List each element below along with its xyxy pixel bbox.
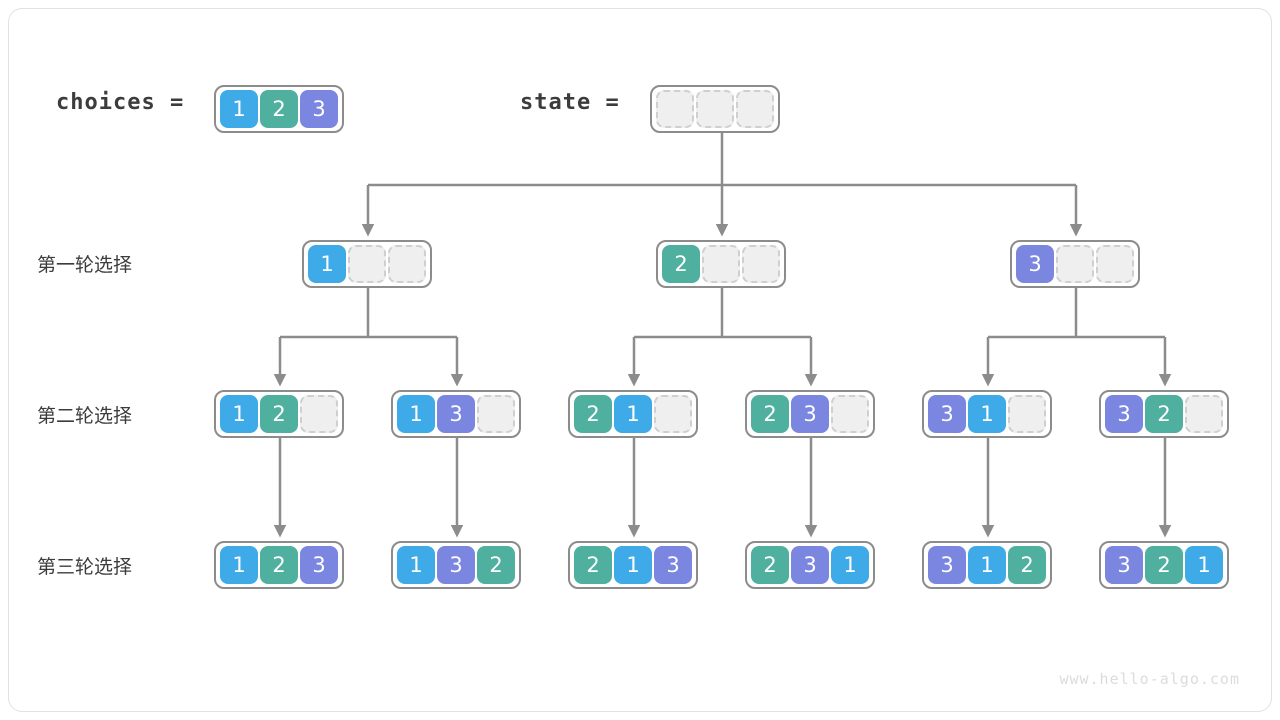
- r1n3-cell-2: [1096, 245, 1134, 283]
- r2n5-cell-2: [1008, 395, 1046, 433]
- state-cell-1: [696, 90, 734, 128]
- r3n5-cell-1: 1: [968, 546, 1006, 584]
- r1n2-cell-2: [742, 245, 780, 283]
- r2n6-cell-1: 2: [1145, 395, 1183, 433]
- state-label: state =: [520, 90, 620, 115]
- state-array: [650, 85, 780, 133]
- r2n3-cell-2: [654, 395, 692, 433]
- r3n2-cell-0: 1: [397, 546, 435, 584]
- r2n3-cell-0: 2: [574, 395, 612, 433]
- r3n2-cell-2: 2: [477, 546, 515, 584]
- r1n3-cell-1: [1056, 245, 1094, 283]
- watermark: www.hello-algo.com: [1059, 670, 1240, 688]
- choices-cell-0: 1: [220, 90, 258, 128]
- r3n6-cell-1: 2: [1145, 546, 1183, 584]
- r2n3-cell-1: 1: [614, 395, 652, 433]
- r3n2-cell-1: 3: [437, 546, 475, 584]
- r2n4-cell-0: 2: [751, 395, 789, 433]
- r1n2-cell-1: [702, 245, 740, 283]
- r1n2-cell-0: 2: [662, 245, 700, 283]
- r2n4-cell-2: [831, 395, 869, 433]
- choices-cell-2: 3: [300, 90, 338, 128]
- r3n3-cell-1: 1: [614, 546, 652, 584]
- r2n4-cell-1: 3: [791, 395, 829, 433]
- r2n1-cell-1: 2: [260, 395, 298, 433]
- r3n5-cell-0: 3: [928, 546, 966, 584]
- r3n3-cell-2: 3: [654, 546, 692, 584]
- r3n4-cell-1: 3: [791, 546, 829, 584]
- r2n2-cell-2: [477, 395, 515, 433]
- r1n3-cell-0: 3: [1016, 245, 1054, 283]
- r3n1-cell-0: 1: [220, 546, 258, 584]
- r1n1-cell-2: [388, 245, 426, 283]
- r1n1-cell-1: [348, 245, 386, 283]
- r3n4-cell-2: 1: [831, 546, 869, 584]
- r3n3-cell-0: 2: [574, 546, 612, 584]
- r3n6-cell-2: 1: [1185, 546, 1223, 584]
- r3n1-cell-2: 3: [300, 546, 338, 584]
- choices-cell-1: 2: [260, 90, 298, 128]
- state-cell-0: [656, 90, 694, 128]
- tree-node-r1-1: 1: [302, 240, 432, 288]
- row-label-round-3: 第三轮选择: [37, 556, 133, 578]
- r1n1-cell-0: 1: [308, 245, 346, 283]
- r3n1-cell-1: 2: [260, 546, 298, 584]
- row-label-round-1: 第一轮选择: [37, 254, 133, 276]
- r2n1-cell-0: 1: [220, 395, 258, 433]
- row-label-round-2: 第二轮选择: [37, 405, 133, 427]
- r3n4-cell-0: 2: [751, 546, 789, 584]
- r2n6-cell-2: [1185, 395, 1223, 433]
- r2n5-cell-0: 3: [928, 395, 966, 433]
- r3n5-cell-2: 2: [1008, 546, 1046, 584]
- r2n6-cell-0: 3: [1105, 395, 1143, 433]
- r2n2-cell-1: 3: [437, 395, 475, 433]
- r2n2-cell-0: 1: [397, 395, 435, 433]
- r3n6-cell-0: 3: [1105, 546, 1143, 584]
- state-cell-2: [736, 90, 774, 128]
- tree-node-r1-2: 2: [656, 240, 786, 288]
- r2n1-cell-2: [300, 395, 338, 433]
- r2n5-cell-1: 1: [968, 395, 1006, 433]
- diagram-frame: [8, 8, 1272, 712]
- tree-node-r1-3: 3: [1010, 240, 1140, 288]
- choices-label: choices =: [56, 90, 185, 115]
